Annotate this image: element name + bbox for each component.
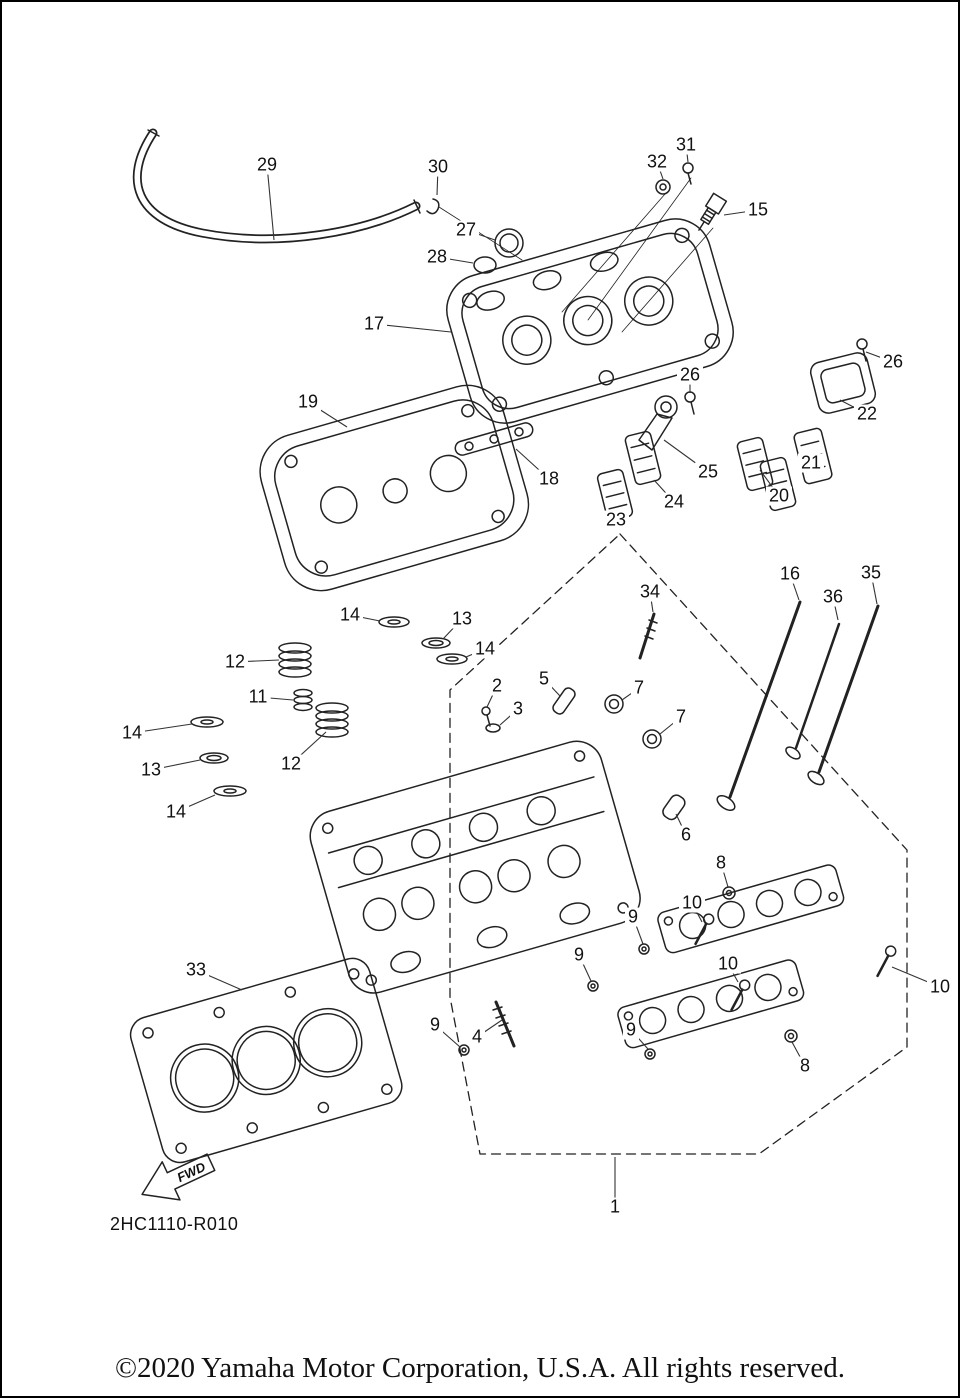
part-callout-26[interactable]: 26 <box>879 352 907 372</box>
part-callout-18[interactable]: 18 <box>535 469 563 489</box>
part-callout-14[interactable]: 14 <box>162 802 190 822</box>
valve-spring-parts-drawing <box>190 616 468 797</box>
bracket-25-drawing <box>638 395 678 451</box>
part-callout-35[interactable]: 35 <box>857 563 885 583</box>
part-callout-25[interactable]: 25 <box>694 462 722 482</box>
part-callout-13[interactable]: 13 <box>448 609 476 629</box>
part-callout-16[interactable]: 16 <box>776 564 804 584</box>
part-callout-29[interactable]: 29 <box>253 155 281 175</box>
part-callout-5[interactable]: 5 <box>535 669 553 689</box>
part-callout-17[interactable]: 17 <box>360 314 388 334</box>
cover-gasket-drawing <box>259 384 530 592</box>
fwd-arrow: FWD <box>141 1153 216 1201</box>
camshaft-cap-lower-drawing <box>617 959 805 1049</box>
part-callout-8[interactable]: 8 <box>796 1056 814 1076</box>
part-callout-23[interactable]: 23 <box>602 510 630 530</box>
cap-bolts-drawing <box>694 913 897 1012</box>
part-callout-1[interactable]: 1 <box>606 1197 624 1217</box>
part-callout-7[interactable]: 7 <box>630 678 648 698</box>
valves-drawing <box>716 600 880 812</box>
part-callout-4[interactable]: 4 <box>468 1027 486 1047</box>
part-callout-8[interactable]: 8 <box>712 853 730 873</box>
part-callout-12[interactable]: 12 <box>277 754 305 774</box>
oil-filler-cap-drawing <box>473 228 524 274</box>
diagram-code: 2HC1110-R010 <box>110 1214 239 1234</box>
part-callout-14[interactable]: 14 <box>336 605 364 625</box>
part-callout-14[interactable]: 14 <box>118 723 146 743</box>
part-callout-12[interactable]: 12 <box>221 652 249 672</box>
part-callout-22[interactable]: 22 <box>853 404 881 424</box>
stopper-plate-24-drawing <box>624 430 662 486</box>
cover-bolt-washer-drawing <box>561 162 714 333</box>
breather-hose-drawing <box>132 128 421 244</box>
stud-4-drawing <box>492 1000 516 1048</box>
part-callout-20[interactable]: 20 <box>765 486 793 506</box>
part-callout-28[interactable]: 28 <box>423 247 451 267</box>
part-callout-31[interactable]: 31 <box>672 135 700 155</box>
part-callout-15[interactable]: 15 <box>744 200 772 220</box>
copyright-text: ©2020 Yamaha Motor Corporation, U.S.A. A… <box>114 1352 846 1384</box>
part-callout-9[interactable]: 9 <box>426 1015 444 1035</box>
dowel-pins-8-drawing <box>722 886 798 1043</box>
part-callout-10[interactable]: 10 <box>926 977 954 997</box>
part-callout-9[interactable]: 9 <box>570 945 588 965</box>
part-callout-26[interactable]: 26 <box>676 365 704 385</box>
cylinder-head-cover-drawing <box>446 218 734 424</box>
part-callout-6[interactable]: 6 <box>677 825 695 845</box>
part-callout-14[interactable]: 14 <box>471 639 499 659</box>
part-callout-19[interactable]: 19 <box>294 392 322 412</box>
part-callout-27[interactable]: 27 <box>452 220 480 240</box>
part-callout-30[interactable]: 30 <box>424 157 452 177</box>
breather-plate-drawing <box>809 352 877 414</box>
camshaft-cap-upper-drawing <box>657 864 845 954</box>
part-callout-9[interactable]: 9 <box>624 907 642 927</box>
grommet-strip-drawing <box>454 422 534 456</box>
part-callout-36[interactable]: 36 <box>819 587 847 607</box>
orings-9-drawing <box>458 943 656 1060</box>
part-callout-13[interactable]: 13 <box>137 760 165 780</box>
assembly-boundary-dashed <box>449 533 908 1155</box>
head-gasket-drawing <box>129 957 403 1164</box>
head-small-parts-drawing <box>481 687 686 821</box>
part-callout-11[interactable]: 11 <box>245 687 271 707</box>
stud-34-drawing <box>638 612 658 660</box>
part-callout-2[interactable]: 2 <box>488 676 506 696</box>
part-callout-21[interactable]: 21 <box>797 453 825 473</box>
part-callout-10[interactable]: 10 <box>678 893 706 913</box>
part-callout-9[interactable]: 9 <box>622 1020 640 1040</box>
part-callout-10[interactable]: 10 <box>714 954 742 974</box>
part-callout-33[interactable]: 33 <box>182 960 210 980</box>
cylinder-head-drawing <box>309 740 641 994</box>
part-callout-34[interactable]: 34 <box>636 582 664 602</box>
hose-clip-drawing <box>426 198 523 261</box>
part-callout-7[interactable]: 7 <box>672 707 690 727</box>
part-callout-3[interactable]: 3 <box>509 699 527 719</box>
part-callout-32[interactable]: 32 <box>643 152 671 172</box>
part-callout-24[interactable]: 24 <box>660 492 688 512</box>
spark-plug-drawing <box>698 192 728 231</box>
